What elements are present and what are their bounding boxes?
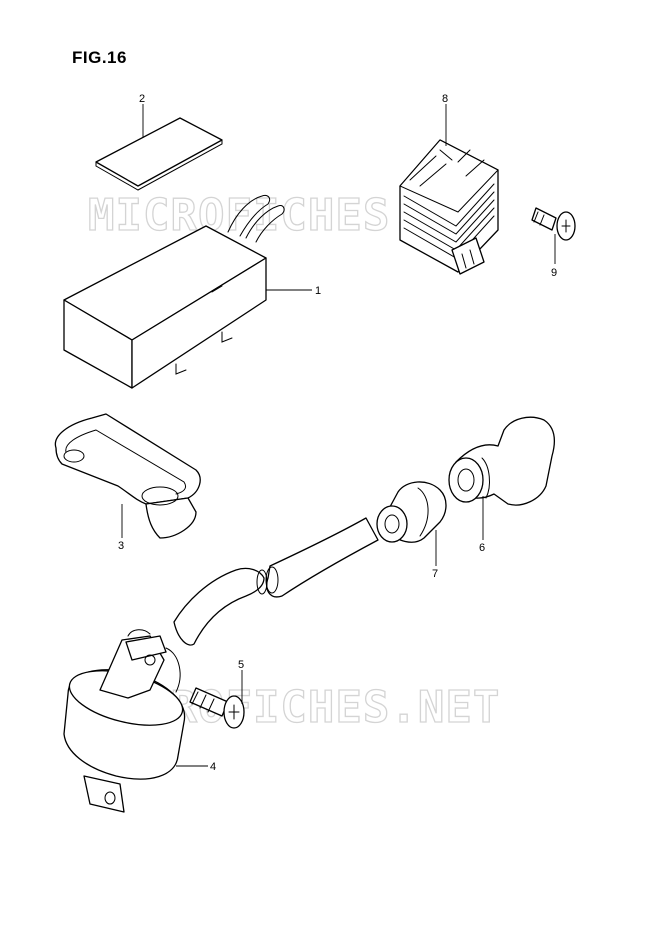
callout-1: 1 xyxy=(315,285,321,297)
leader-lines xyxy=(121,104,556,767)
part-screw-9[interactable] xyxy=(531,207,576,241)
part-screw-5[interactable] xyxy=(189,687,245,729)
callout-7: 7 xyxy=(432,568,438,580)
callout-9: 9 xyxy=(551,267,557,279)
part-cdi-unit[interactable] xyxy=(63,195,285,389)
callout-3: 3 xyxy=(118,540,124,552)
part-ht-lead[interactable] xyxy=(173,517,379,646)
callout-8: 8 xyxy=(442,93,448,105)
part-plug-cap[interactable] xyxy=(448,416,556,506)
figure-title: FIG.16 xyxy=(72,48,127,67)
part-ignition-coil[interactable] xyxy=(63,629,188,813)
part-bracket[interactable] xyxy=(54,413,201,539)
part-grommet[interactable] xyxy=(376,481,447,543)
callout-4: 4 xyxy=(210,761,216,773)
part-pad[interactable] xyxy=(95,117,223,191)
callout-6: 6 xyxy=(479,542,485,554)
part-regulator[interactable] xyxy=(399,139,499,275)
callout-5: 5 xyxy=(238,659,244,671)
callout-2: 2 xyxy=(139,93,145,105)
